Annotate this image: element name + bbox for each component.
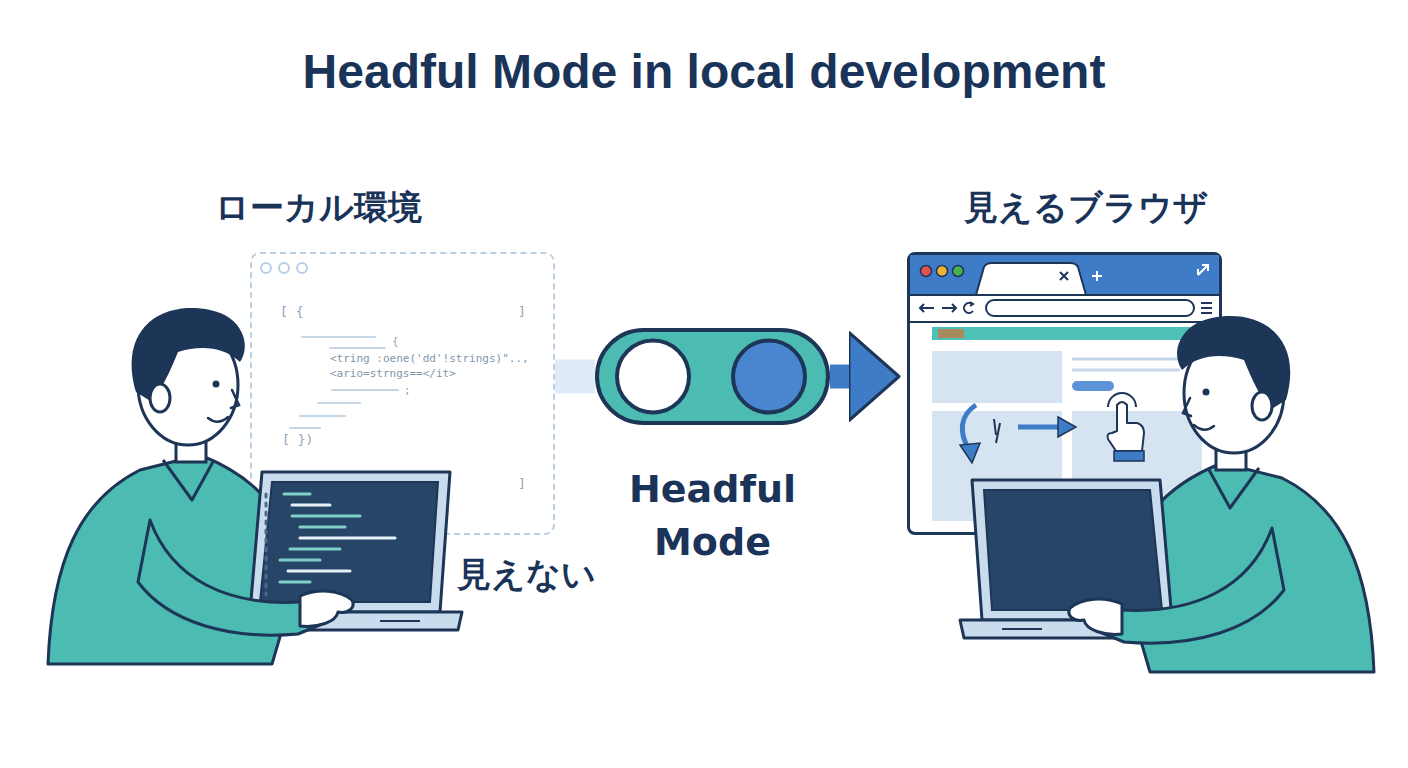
local-env-panel-outline — [250, 252, 555, 535]
line-shape — [292, 504, 330, 507]
toggle-switch-outline — [595, 328, 830, 425]
line-shape — [300, 537, 395, 540]
line-shape — [290, 548, 340, 551]
code-token: [ }) — [282, 432, 313, 447]
bar-rule — [910, 294, 1219, 296]
pointer-hand — [1108, 402, 1145, 451]
fade-band — [555, 360, 595, 394]
on-knob — [733, 341, 805, 413]
line-shape — [300, 415, 345, 417]
code-token: [ { — [280, 304, 303, 319]
address-bar — [986, 300, 1194, 316]
line-shape — [280, 559, 320, 562]
page-header — [932, 327, 1200, 340]
action-mark — [994, 419, 1000, 443]
browser-window: 見えるブラウザ — [900, 180, 1230, 540]
page-button — [1072, 381, 1114, 391]
section-heading: ローカル環境 — [215, 184, 422, 232]
code-token: ] — [518, 476, 526, 491]
text-lines — [1072, 359, 1195, 370]
toggle-knobs — [599, 332, 826, 421]
line-shape — [265, 494, 268, 595]
line-shape — [302, 336, 375, 338]
g-shape — [261, 263, 307, 273]
g-shape — [290, 337, 398, 428]
circle-shape — [261, 263, 271, 273]
line-shape — [292, 515, 360, 518]
off-knob — [617, 341, 689, 413]
menu-icon — [1201, 303, 1212, 313]
title-bar — [910, 255, 1219, 295]
switch-label: Headful Mode — [608, 463, 818, 569]
diagram-title: Headful Mode in local development — [0, 44, 1408, 99]
line-shape — [318, 402, 360, 404]
click-ripple — [1108, 393, 1136, 407]
flow-arrow — [830, 365, 849, 389]
circle-shape — [279, 263, 289, 273]
reload-icon — [964, 302, 973, 313]
use-shape — [960, 316, 1374, 672]
text-holder: Headful Mode — [575, 463, 850, 569]
scroll-arrow — [962, 405, 976, 451]
pointer-cuff — [1114, 451, 1144, 461]
content-block — [932, 351, 1062, 403]
max-dot — [953, 266, 964, 277]
code-token: { — [392, 335, 399, 348]
browser-contents — [910, 255, 1219, 532]
move-arrow — [1018, 425, 1060, 430]
content-block — [1072, 411, 1202, 521]
code-line: <ario=strngs==</it> — [330, 367, 456, 380]
nav-arrows — [920, 304, 956, 312]
min-dot — [937, 266, 948, 277]
bar-rule — [910, 321, 1219, 323]
use-shape — [48, 308, 462, 664]
browser-window-outline — [907, 252, 1222, 535]
section-heading: 見えるブラウザ — [964, 184, 1208, 232]
tab-close-icon — [1060, 272, 1068, 280]
code-line: <tring :oene('dd'!strings)".., — [330, 352, 529, 365]
line-shape — [332, 389, 398, 391]
line-shape — [300, 526, 345, 529]
code-token: ] — [518, 304, 526, 319]
local-env-panel: ローカル環境 — [205, 180, 565, 540]
scroll-arrowhead — [960, 443, 980, 463]
code-token: ; — [404, 384, 411, 397]
content-block — [932, 411, 1062, 521]
line-shape — [288, 570, 350, 573]
move-arrowhead — [1058, 417, 1076, 437]
text-holder: ローカル環境 — [215, 184, 422, 232]
toggle-switch: Headful Mode — [575, 328, 850, 573]
line-shape — [280, 581, 310, 584]
circle-shape — [297, 263, 307, 273]
expand-icon — [1198, 265, 1208, 275]
g-shape — [266, 494, 395, 595]
new-tab-icon — [1092, 271, 1102, 281]
page-logo — [938, 329, 964, 338]
text-holder: 見えるブラウザ — [964, 184, 1208, 232]
status-note: 見えない — [457, 552, 596, 598]
line-shape — [284, 493, 310, 496]
line-shape — [330, 347, 385, 349]
close-dot — [921, 266, 932, 277]
line-shape — [290, 427, 320, 429]
browser-tab — [976, 263, 1086, 295]
